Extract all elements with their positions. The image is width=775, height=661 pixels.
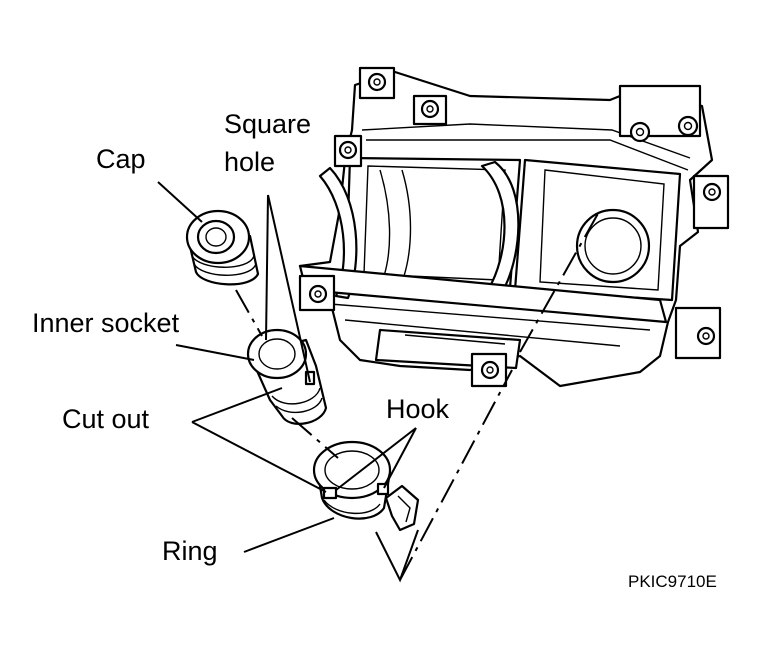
label-cut-out: Cut out	[62, 404, 150, 434]
mount-tab-top-left	[358, 66, 396, 100]
console-housing	[298, 66, 730, 388]
label-cap: Cap	[96, 144, 146, 174]
label-ring: Ring	[162, 536, 218, 566]
assembly-axis-right	[399, 209, 601, 581]
assembly-axis-left	[235, 289, 339, 459]
mount-tab-left	[333, 134, 363, 168]
figure-code: PKIC9710E	[628, 572, 717, 591]
mount-tab-bottom	[470, 352, 508, 388]
leader-lines	[157, 181, 419, 583]
mount-tab-top-right	[618, 84, 702, 143]
label-hook: Hook	[386, 394, 450, 424]
mount-tab-left-lower	[298, 274, 336, 312]
ring-part	[312, 440, 420, 532]
mount-tab-right-lower	[674, 306, 722, 360]
label-square-hole-line2: hole	[224, 147, 275, 177]
label-square-hole-line1: Square	[224, 109, 311, 139]
inner-socket-part	[246, 328, 328, 425]
label-inner-socket: Inner socket	[32, 308, 180, 338]
mount-tab-top-mid	[412, 94, 448, 126]
cap-part	[185, 209, 260, 286]
mount-tab-right-upper	[692, 174, 730, 230]
